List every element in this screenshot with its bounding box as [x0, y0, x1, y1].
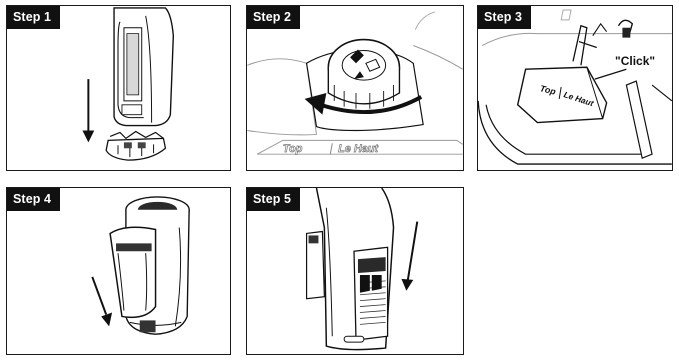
- step-1-label: Step 1: [7, 6, 60, 29]
- step-4-panel: Step 4: [6, 187, 231, 355]
- step-2-le-haut-text: Le Haut: [338, 143, 378, 155]
- click-callout: "Click": [615, 54, 655, 68]
- step-5-label: Step 5: [247, 188, 300, 211]
- step-1-panel: Step 1: [6, 5, 231, 171]
- step-4-illustration: [7, 188, 230, 354]
- step-3-illustration: Top Le Haut: [478, 6, 672, 170]
- step-3-panel: Step 3 Top Le Haut "Click": [477, 5, 673, 171]
- step-5-illustration: [247, 188, 463, 354]
- step-3-label: Step 3: [478, 6, 531, 29]
- step-1-illustration: [7, 6, 230, 170]
- step-2-illustration: Top Le Haut: [247, 6, 463, 170]
- step-2-panel: Step 2 Top Le Haut: [246, 5, 464, 171]
- step-5-panel: Step 5: [246, 187, 464, 355]
- step-2-top-text: Top: [283, 143, 303, 155]
- step-4-label: Step 4: [7, 188, 60, 211]
- step-2-label: Step 2: [247, 6, 300, 29]
